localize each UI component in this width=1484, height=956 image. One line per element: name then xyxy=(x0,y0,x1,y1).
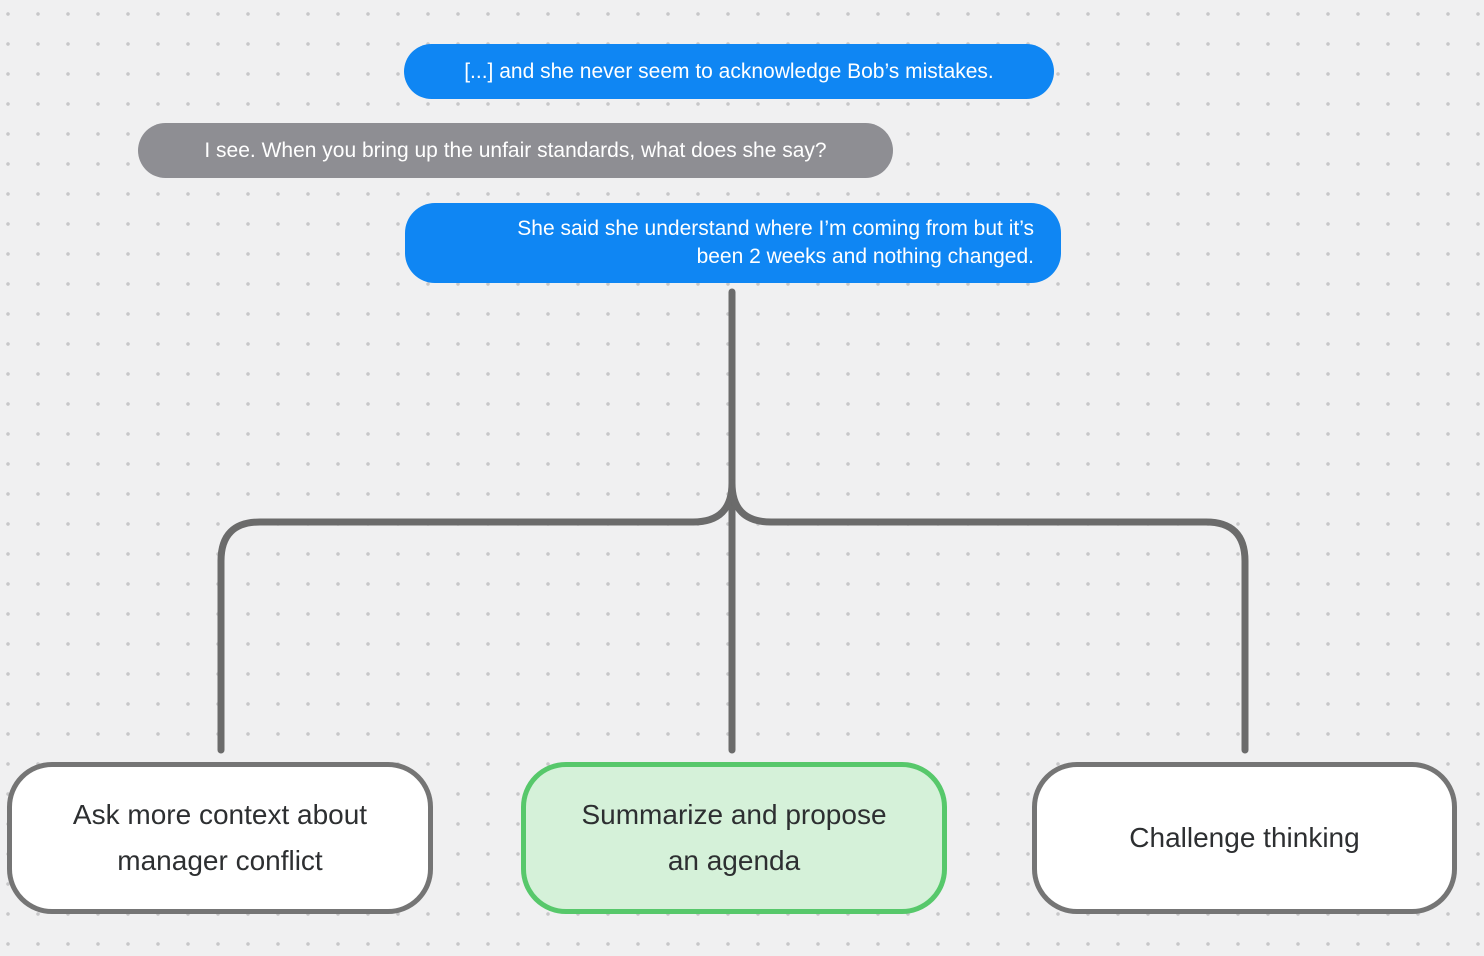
connector-left-branch xyxy=(217,479,736,754)
option-node-label: Summarize and propose an agenda xyxy=(581,799,887,876)
option-node-label: Ask more context about manager conflict xyxy=(72,799,368,876)
option-node-ask-more-context[interactable]: Ask more context about manager conflict xyxy=(7,762,433,914)
option-node-challenge-thinking[interactable]: Challenge thinking xyxy=(1032,762,1457,914)
option-node-summarize-propose-agenda[interactable]: Summarize and propose an agenda xyxy=(521,762,947,914)
chat-bubble-user-2-text: She said she understand where I’m coming… xyxy=(517,217,1034,268)
chat-bubble-assistant-1-text: I see. When you bring up the unfair stan… xyxy=(204,138,827,162)
option-node-label: Challenge thinking xyxy=(1129,822,1360,853)
chat-bubble-assistant-1[interactable]: I see. When you bring up the unfair stan… xyxy=(138,123,893,178)
connector-right-branch xyxy=(728,479,1249,754)
chat-bubble-user-2[interactable]: She said she understand where I’m coming… xyxy=(405,203,1061,283)
chat-bubble-user-1-text: [...] and she never seem to acknowledge … xyxy=(464,59,994,83)
chat-bubble-user-1[interactable]: [...] and she never seem to acknowledge … xyxy=(404,44,1054,99)
